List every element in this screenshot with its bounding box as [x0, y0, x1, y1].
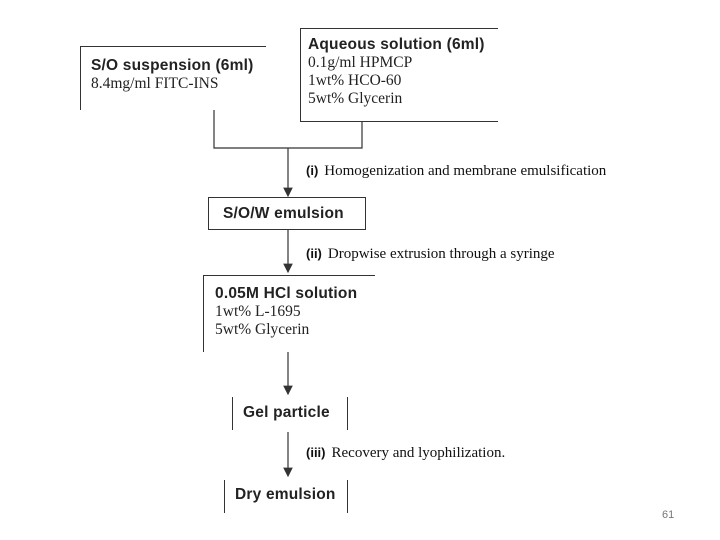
hcl-line-2: 5wt% Glycerin [215, 321, 310, 338]
dry-emulsion-box: Dry emulsion [224, 480, 348, 513]
step-text-iii: Recovery and lyophilization. [331, 445, 506, 461]
hcl-title: 0.05M HCl solution [215, 285, 358, 302]
page-number: 61 [662, 509, 675, 521]
so-suspension-title: S/O suspension (6ml) [91, 57, 254, 74]
sow-emulsion-box: S/O/W emulsion [208, 197, 366, 230]
step-label-ii: (ii) Dropwise extrusion through a syringe [306, 246, 555, 263]
step-text-i: Homogenization and membrane emulsificati… [324, 163, 607, 179]
step-label-iii: (iii) Recovery and lyophilization. [306, 445, 505, 462]
aqueous-line-1: 0.1g/ml HPMCP [308, 54, 413, 71]
aqueous-line-3: 5wt% Glycerin [308, 90, 403, 107]
sow-emulsion-title: S/O/W emulsion [223, 205, 344, 222]
step-number-iii: (iii) [306, 445, 326, 460]
so-suspension-line: 8.4mg/ml FITC-INS [91, 75, 219, 92]
so-suspension-box: S/O suspension (6ml) 8.4mg/ml FITC-INS [80, 46, 266, 110]
dry-emulsion-title: Dry emulsion [235, 486, 336, 503]
hcl-solution-box: 0.05M HCl solution 1wt% L-1695 5wt% Glyc… [203, 275, 375, 352]
aqueous-title: Aqueous solution (6ml) [308, 36, 485, 53]
step-number-ii: (ii) [306, 246, 322, 261]
step-text-ii: Dropwise extrusion through a syringe [327, 246, 555, 262]
step-label-i: (i) Homogenization and membrane emulsific… [306, 163, 606, 180]
gel-particle-title: Gel particle [243, 404, 330, 421]
gel-particle-box: Gel particle [232, 397, 348, 430]
hcl-line-1: 1wt% L-1695 [215, 303, 301, 320]
step-number-i: (i) [306, 163, 319, 178]
aqueous-line-2: 1wt% HCO-60 [308, 72, 402, 89]
aqueous-solution-box: Aqueous solution (6ml) 0.1g/ml HPMCP 1wt… [300, 28, 498, 122]
